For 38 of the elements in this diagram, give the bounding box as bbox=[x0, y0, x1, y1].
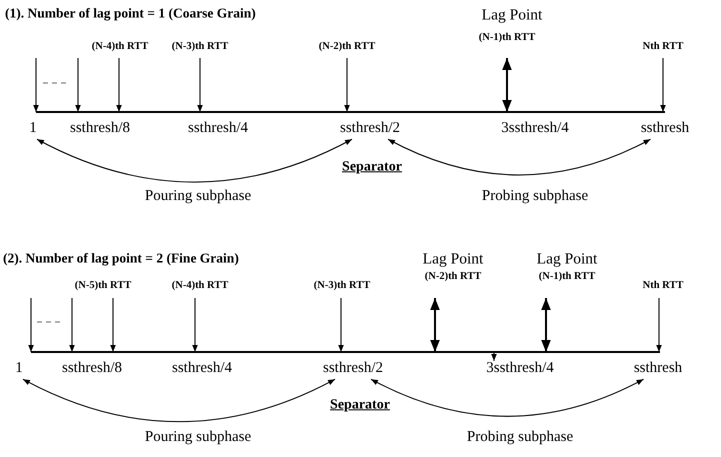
rtt-label: (N-2)th RTT bbox=[318, 41, 376, 53]
axis-label: 1 bbox=[15, 360, 23, 376]
curved-arrow bbox=[370, 378, 644, 417]
rtt-label: (N-1)th RTT bbox=[538, 271, 596, 283]
axis-label: ssthresh/2 bbox=[323, 360, 383, 376]
edge-label: Probing subphase bbox=[466, 428, 574, 446]
edge-label: Pouring subphase bbox=[144, 188, 252, 204]
axis-label: ssthresh/4 bbox=[172, 360, 232, 376]
axis-label: ssthresh/4 bbox=[188, 120, 248, 136]
rtt-label: Nth RTT bbox=[642, 280, 684, 292]
rtt-label: (N-3)th RTT bbox=[172, 41, 228, 53]
curved-arrow bbox=[36, 138, 352, 183]
axis-label: ssthresh/8 bbox=[62, 360, 122, 376]
axis-label: ssthresh bbox=[640, 120, 690, 136]
lag-point-label: Lag Point bbox=[482, 6, 542, 24]
rtt-label: (N-1)th RTT bbox=[478, 32, 536, 44]
rtt-label: Nth RTT bbox=[642, 41, 684, 53]
rtt-label: (N-4)th RTT bbox=[172, 280, 228, 292]
curved-arrow bbox=[388, 138, 651, 176]
axis-label: 3ssthresh/4 bbox=[486, 360, 554, 376]
separator-label: Separator bbox=[342, 159, 402, 175]
axis-label: 3ssthresh/4 bbox=[501, 120, 569, 136]
edge-label: Pouring subphase bbox=[144, 428, 252, 446]
edge-label: Probing subphase bbox=[482, 188, 588, 204]
separator-label: Separator bbox=[330, 397, 390, 413]
panel-heading: (1). Number of lag point = 1 (Coarse Grain) bbox=[5, 6, 256, 22]
rtt-label: (N-4)th RTT bbox=[92, 41, 148, 53]
curved-arrow bbox=[22, 378, 336, 422]
lag-point-label: Lag Point bbox=[536, 250, 598, 268]
axis-label: ssthresh/2 bbox=[340, 120, 400, 136]
rtt-label: (N-3)th RTT bbox=[314, 280, 370, 292]
axis-label: ssthresh bbox=[634, 360, 682, 376]
rtt-label: (N-5)th RTT bbox=[74, 280, 132, 292]
axis-label: 1 bbox=[29, 120, 37, 136]
lag-point-label: Lag Point bbox=[422, 250, 484, 268]
rtt-label: (N-2)th RTT bbox=[424, 271, 482, 283]
axis-label: ssthresh/8 bbox=[70, 120, 130, 136]
panel-heading: (2). Number of lag point = 2 (Fine Grain) bbox=[3, 252, 239, 266]
